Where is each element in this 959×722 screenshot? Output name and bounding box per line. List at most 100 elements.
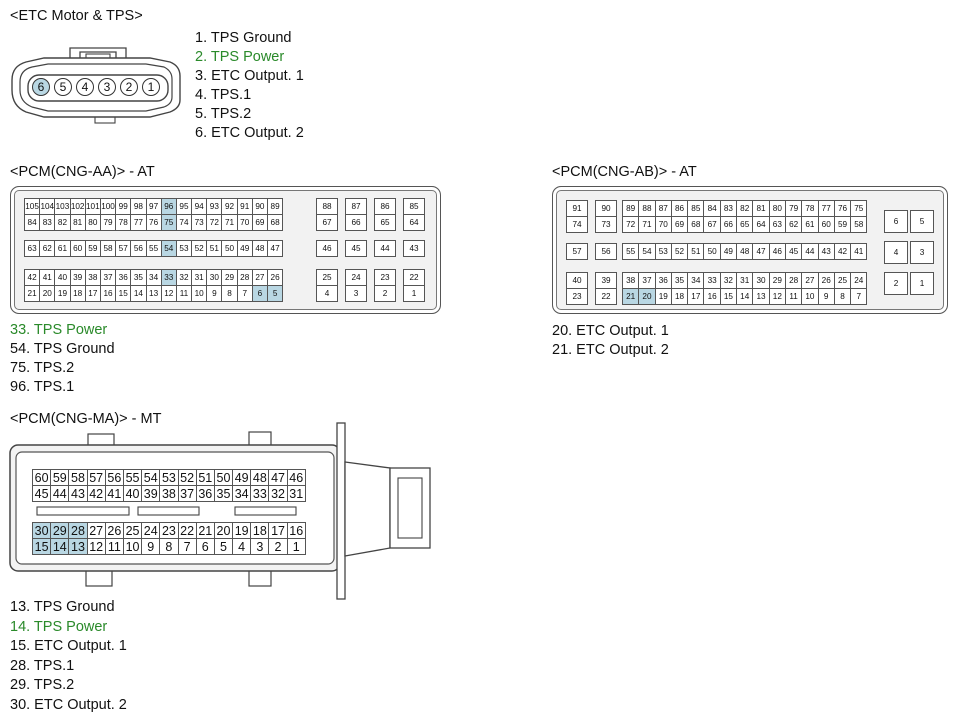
pin-cell: 69 <box>671 217 688 232</box>
pin-block: 87 <box>345 198 367 215</box>
pin-cell: 83 <box>720 201 737 216</box>
pin-cell: 49 <box>237 241 252 256</box>
pin-cell: 8 <box>222 286 237 301</box>
pin-cell: 60 <box>33 470 51 485</box>
pin-cell: 73 <box>596 217 616 232</box>
pin-cell: 39 <box>70 270 85 285</box>
pin-cell: 62 <box>40 241 55 256</box>
pin-cell: 96 <box>161 199 176 214</box>
pin-cell: 30 <box>753 273 769 288</box>
pin-cell: 7 <box>851 289 867 304</box>
pin-circle: 5 <box>54 78 72 96</box>
pin-cell: 46 <box>287 470 305 485</box>
pin-cell: 89 <box>268 199 283 214</box>
pin-cell: 51 <box>688 244 704 259</box>
pin-block: 3 <box>910 241 934 264</box>
pin-cell: 70 <box>655 217 671 232</box>
pin-cell: 79 <box>100 215 116 230</box>
pin-cell: 51 <box>207 241 222 256</box>
pin-cell: 56 <box>596 244 616 259</box>
pin-cell: 23 <box>375 270 395 285</box>
pin-cell: 36 <box>655 273 671 288</box>
pin-cell: 40 <box>567 273 587 288</box>
pin-cell: 13 <box>69 539 87 554</box>
pin-cell: 34 <box>233 486 251 501</box>
pin-cell: 41 <box>105 486 123 501</box>
aa-title: <PCM(CNG-AA)> - AT <box>10 164 155 180</box>
pin-cell: 66 <box>720 217 737 232</box>
pin-cell: 12 <box>769 289 785 304</box>
pin-cell: 10 <box>123 539 142 554</box>
pin-cell: 15 <box>33 539 51 554</box>
pin-cell: 3 <box>911 242 933 263</box>
pin-cell: 50 <box>214 470 233 485</box>
pin-cell: 90 <box>596 201 616 216</box>
pin-cell: 19 <box>655 289 671 304</box>
pin-cell: 24 <box>142 523 160 538</box>
pin-cell: 41 <box>40 270 55 285</box>
pin-cell: 89 <box>623 201 639 216</box>
pin-cell: 72 <box>207 215 222 230</box>
pin-cell: 99 <box>116 199 131 214</box>
pin-cell: 8 <box>160 539 178 554</box>
pin-cell: 22 <box>178 523 196 538</box>
pin-circle: 3 <box>98 78 116 96</box>
pin-cell: 59 <box>51 470 69 485</box>
pin-block: 22 <box>403 269 425 286</box>
pin-cell: 25 <box>834 273 851 288</box>
pin-cell: 34 <box>688 273 704 288</box>
pin-cell: 13 <box>753 289 769 304</box>
pin-cell: 55 <box>123 470 142 485</box>
pin-cell: 54 <box>142 470 160 485</box>
pin-cell: 55 <box>146 241 161 256</box>
pin-cell: 63 <box>25 241 40 256</box>
pin-cell: 16 <box>704 289 720 304</box>
pin-circle: 6 <box>32 78 50 96</box>
pin-block: 88 <box>316 198 338 215</box>
pin-block: 39 <box>595 272 617 289</box>
pin-cell: 53 <box>160 470 178 485</box>
pin-block: 25 <box>316 269 338 286</box>
pin-block: 66 <box>345 214 367 231</box>
pin-cell: 30 <box>33 523 51 538</box>
pin-block: 65 <box>374 214 396 231</box>
pin-block: 46 <box>316 240 338 257</box>
legend-item: 29. TPS.2 <box>10 677 75 694</box>
pin-cell: 74 <box>176 215 192 230</box>
pin-cell: 20 <box>639 289 655 304</box>
pin-cell: 10 <box>192 286 207 301</box>
pin-cell: 53 <box>655 244 671 259</box>
pin-cell: 1 <box>911 273 933 294</box>
pin-cell: 11 <box>176 286 192 301</box>
pin-cell: 1 <box>404 286 424 301</box>
pin-cell: 43 <box>404 241 424 256</box>
legend-item: 14. TPS Power <box>10 618 108 635</box>
pin-cell: 47 <box>753 244 769 259</box>
pin-cell: 15 <box>720 289 737 304</box>
pin-cell: 9 <box>142 539 160 554</box>
legend-item: 20. ETC Output. 1 <box>552 323 669 339</box>
pin-block: 67 <box>316 214 338 231</box>
pin-cell: 35 <box>131 270 146 285</box>
pin-cell: 38 <box>623 273 639 288</box>
pin-cell: 67 <box>704 217 720 232</box>
pin-cell: 31 <box>192 270 207 285</box>
pin-cell: 78 <box>116 215 131 230</box>
pin-cell: 75 <box>851 201 867 216</box>
pin-cell: 10 <box>802 289 818 304</box>
pin-block: 23 <box>566 288 588 305</box>
pin-cell: 22 <box>596 289 616 304</box>
pin-cell: 18 <box>251 523 269 538</box>
pin-block: 2 <box>374 285 396 302</box>
pin-cell: 28 <box>237 270 252 285</box>
legend-item: 6. ETC Output. 2 <box>195 125 304 141</box>
pin-cell: 80 <box>85 215 100 230</box>
pin-cell: 59 <box>834 217 851 232</box>
pin-cell: 40 <box>123 486 142 501</box>
pin-cell: 26 <box>818 273 834 288</box>
